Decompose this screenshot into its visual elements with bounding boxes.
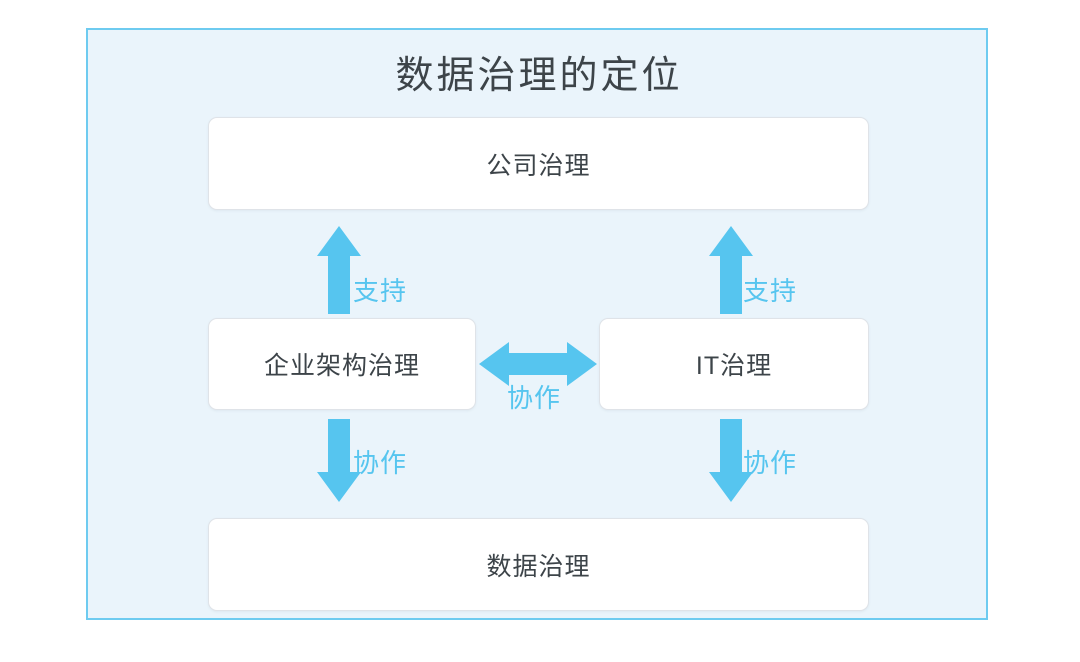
- diagram-panel: 数据治理的定位 公司治理 企业架构治理: [86, 28, 988, 620]
- connector-label-it-to-corporate: 支持: [743, 276, 798, 306]
- node-corporate-governance[interactable]: 公司治理: [208, 117, 869, 210]
- connector-label-ea-to-data: 协作: [353, 448, 408, 478]
- node-data-governance[interactable]: 数据治理: [208, 518, 869, 611]
- page-title: 数据治理的定位: [395, 55, 683, 97]
- node-enterprise-architecture-governance[interactable]: 企业架构治理: [208, 318, 476, 410]
- node-it-governance[interactable]: IT治理: [599, 318, 869, 410]
- connector-label-ea-to-it: 协作: [507, 383, 562, 413]
- connector-label-it-to-data: 协作: [743, 448, 798, 478]
- connector-label-ea-to-corporate: 支持: [353, 276, 408, 306]
- arrow-double-horizontal-icon: [479, 342, 597, 386]
